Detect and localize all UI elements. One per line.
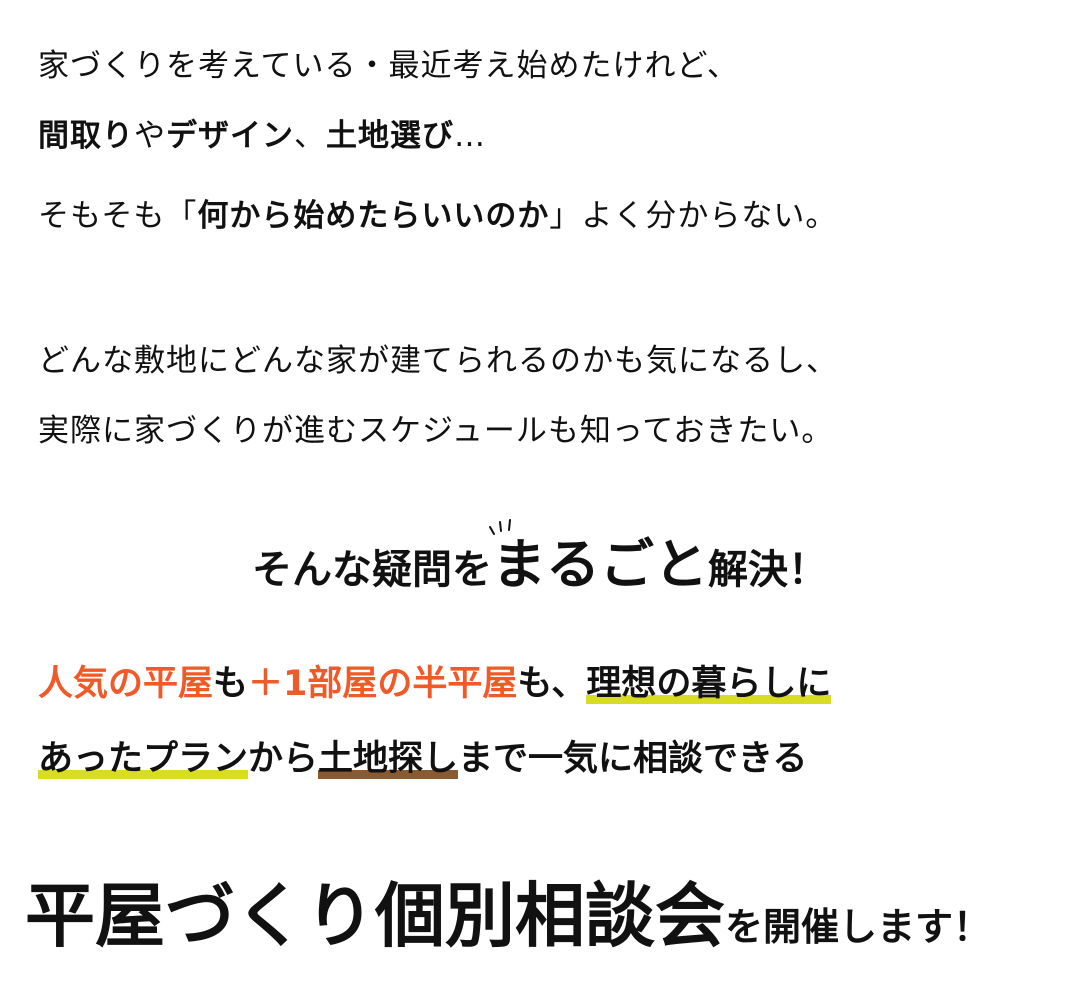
event-suffix: を開催します！ (725, 905, 992, 949)
headline: そんな疑問をまるごと解決！ (0, 519, 1080, 599)
text: 」よく分からない。 (549, 198, 838, 234)
text-design: デザイン (166, 118, 294, 154)
emphasis-marks-icon (489, 519, 511, 535)
text: 、 (294, 118, 326, 154)
text-madori: 間取り (38, 118, 134, 154)
highlight-text: 理想の暮らしに (586, 664, 832, 704)
headline-pre: そんな疑問を (252, 547, 492, 593)
text-han-hiraya: ＋1部屋の半平屋 (248, 664, 518, 704)
intro-line-3: そもそも「何から始めたらいいのか」よく分からない。 (38, 190, 837, 235)
headline-post: 解決！ (708, 547, 828, 593)
text: や (134, 118, 166, 154)
text: まで一気に相談できる (458, 739, 808, 779)
highlight-text-land: 土地探し (318, 739, 459, 779)
event-title: 平屋づくり個別相談会を開催します！ (25, 860, 991, 961)
event-name: 平屋づくり個別相談会 (25, 875, 725, 957)
intro-line-4: どんな敷地にどんな家が建てられるのかも気になるし、 (38, 343, 838, 379)
pitch-line-1: 人気の平屋も＋1部屋の半平屋も、理想の暮らしに (38, 655, 832, 706)
text-hiraya: 人気の平屋 (38, 664, 214, 704)
text: から (248, 739, 319, 779)
text: も、 (517, 664, 587, 704)
pitch-line-2: あったプランから土地探しまで一気に相談できる (38, 730, 807, 781)
highlight-text: あったプラン (38, 739, 249, 779)
emphasis-text: まるごと (492, 533, 708, 596)
intro-line-5: 実際に家づくりが進むスケジュールも知っておきたい。 (38, 413, 834, 449)
intro-line-2: 間取りやデザイン、土地選び… (38, 110, 486, 155)
intro-line-1: 家づくりを考えている・最近考え始めたけれど、 (38, 48, 739, 84)
text: そもそも「 (38, 198, 198, 234)
text: … (454, 118, 486, 154)
headline-emphasis: まるごと (489, 519, 708, 596)
text-land: 土地選び (326, 118, 454, 154)
text: も (213, 664, 249, 704)
text-question: 何から始めたらいいのか (197, 198, 550, 234)
